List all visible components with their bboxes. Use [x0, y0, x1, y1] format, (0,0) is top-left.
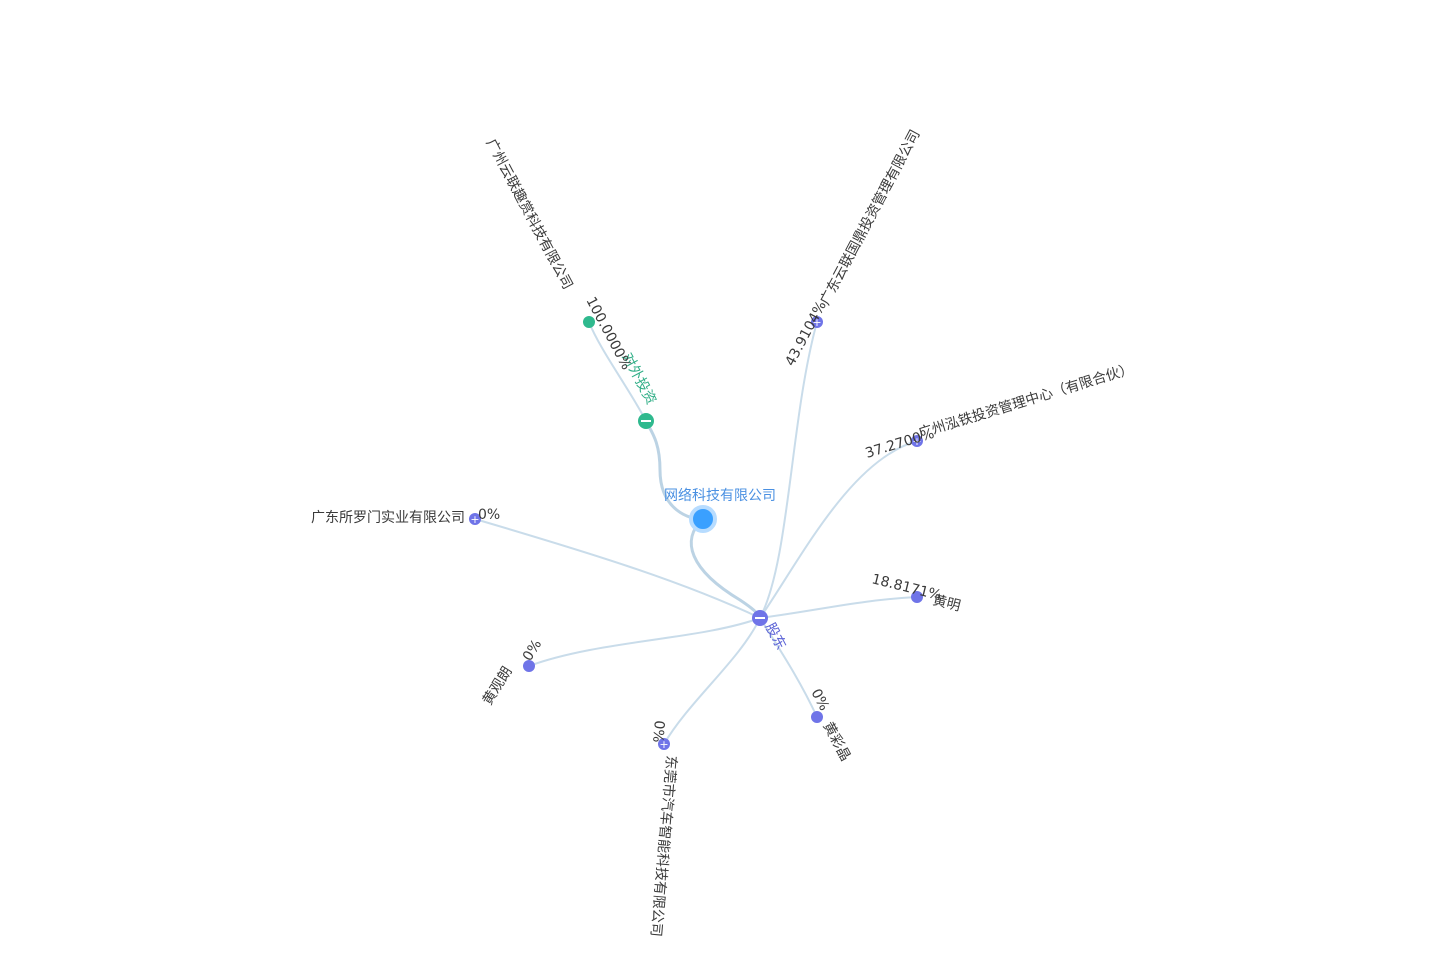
- expand-icon: +: [659, 738, 668, 751]
- investment-item-node[interactable]: 广州云联趣赏科技有限公司 100.0000%: [482, 136, 634, 372]
- shareholder-name-6: 广东所罗门实业有限公司: [311, 510, 465, 526]
- shareholder-percent-5: 0%: [520, 637, 545, 664]
- shareholder-name-0: 广东云联国鼎投资管理有限公司: [817, 127, 923, 308]
- shareholder-node-0[interactable]: + 广东云联国鼎投资管理有限公司 43.9104%: [782, 127, 923, 369]
- expand-icon: +: [912, 435, 921, 448]
- shareholder-percent-3: 0%: [807, 686, 832, 713]
- shareholder-percent-6: 0%: [478, 507, 500, 523]
- shareholder-percent-4: 0%: [649, 720, 667, 744]
- investment-item-percent: 100.0000%: [582, 294, 634, 372]
- shareholder-name-3: 黄彩晶: [819, 719, 854, 764]
- edges: [474, 321, 918, 745]
- edge-center-investment: [644, 420, 704, 521]
- shareholder-node-6[interactable]: + 广东所罗门实业有限公司 0%: [311, 507, 500, 526]
- edge-sh-3: [759, 617, 818, 718]
- shareholder-node-2[interactable]: 黄明 18.8171%: [870, 571, 962, 614]
- expand-icon: +: [470, 513, 479, 526]
- edge-investment-item-0: [588, 321, 647, 422]
- center-node[interactable]: 网络科技有限公司: [664, 488, 776, 533]
- shareholders-branch-label: 股东: [761, 620, 788, 652]
- investment-item-name: 广州云联趣赏科技有限公司: [482, 136, 575, 292]
- shareholder-node-1[interactable]: + 广州泓铁投资管理中心（有限合伙） 37.2700%: [863, 361, 1135, 462]
- shareholder-node-5[interactable]: 黄观朗 0%: [479, 637, 545, 708]
- collapse-icon: [641, 420, 651, 422]
- shareholder-name-1: 广州泓铁投资管理中心（有限合伙）: [916, 361, 1135, 442]
- edge-sh-5: [528, 617, 761, 667]
- shareholder-node-4[interactable]: + 东莞市汽车智能科技有限公司 0%: [647, 720, 680, 938]
- shareholder-name-2: 黄明: [931, 591, 962, 614]
- edge-sh-1: [759, 440, 918, 619]
- edge-sh-4: [663, 617, 761, 745]
- shareholder-percent-1: 37.2700%: [863, 426, 936, 462]
- edge-sh-0: [759, 321, 818, 619]
- shareholder-name-5: 黄观朗: [479, 663, 516, 708]
- edge-sh-2: [759, 596, 918, 619]
- edge-sh-6: [474, 518, 761, 619]
- expand-icon: +: [812, 316, 821, 329]
- center-label: 网络科技有限公司: [664, 488, 776, 504]
- shareholder-node-3[interactable]: 黄彩晶 0%: [807, 686, 854, 764]
- shareholder-percent-0: 43.9104%: [782, 298, 830, 368]
- collapse-icon: [755, 617, 765, 619]
- shareholder-name-4: 东莞市汽车智能科技有限公司: [647, 755, 680, 938]
